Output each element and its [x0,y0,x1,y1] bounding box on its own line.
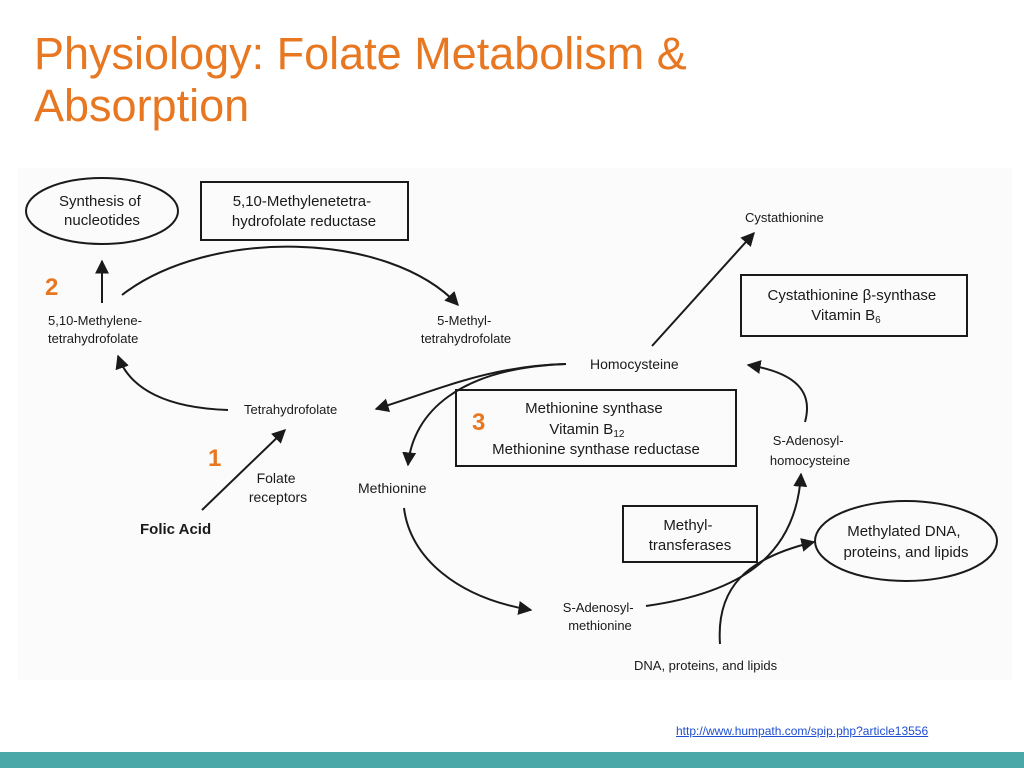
bottom-accent-bar [0,752,1024,768]
methyltransferases-label: Methyl- transferases [649,517,732,554]
arrow-thf-to-methylene [115,354,229,411]
folic-acid-label: Folic Acid [140,521,211,538]
diagram-svg: Synthesis of nucleotides 5,10-Methylenet… [25,177,998,673]
arrow-to-methionine [402,363,567,467]
folate-receptors-label: Folate receptors [249,470,307,505]
dna-proteins-lipids-label: DNA, proteins, and lipids [634,658,778,673]
title-line-1: Physiology: Folate Metabolism & [34,28,687,79]
step-number-3: 3 [472,409,485,436]
folate-metabolism-diagram: Synthesis of nucleotides 5,10-Methylenet… [18,168,1012,680]
homocysteine-label: Homocysteine [590,356,679,372]
source-link[interactable]: http://www.humpath.com/spip.php?article1… [676,724,929,738]
step-number-1: 1 [208,445,221,472]
methionine-synthase-box [455,389,737,467]
arrow-sam-to-sah [645,472,808,607]
arrow-folic-acid-to-thf [201,429,287,511]
mthfr-box [200,181,409,241]
cbs-box [740,274,968,337]
arrow-methionine-to-sam [403,507,533,615]
methylated-dna-label: Methylated DNA, proteins, and lipids [843,523,968,561]
synthesis-nucleotides-ellipse [25,177,179,245]
sah-label: S-Adenosyl- homocysteine [770,433,850,468]
methionine-label: Methionine [358,480,427,496]
methylated-dna-ellipse [814,500,998,582]
arrow-homocysteine-to-cystathionine [651,231,755,347]
slide-title: Physiology: Folate Metabolism & Absorpti… [34,28,934,132]
title-line-2: Absorption [34,79,250,131]
step-number-2: 2 [45,274,58,301]
cbs-label: Cystathionine β-synthase Vitamin B6 [768,287,941,326]
arrow-sah-to-homocysteine [746,360,809,423]
methylene-thf-label: 5,10-Methylene- tetrahydrofolate [48,313,146,346]
sam-label: S-Adenosyl- methionine [563,600,637,633]
methyltransferases-box [622,505,758,563]
diagram-background [18,168,1012,680]
mthfr-label: 5,10-Methylenetetra- hydrofolate reducta… [232,193,376,230]
methyl-thf-label: 5-Methyl- tetrahydrofolate [421,313,511,346]
methionine-synthase-label: Methionine synthase Vitamin B12 Methioni… [492,400,700,458]
cystathionine-label: Cystathionine [745,210,824,225]
arrow-dna-to-methylated [718,538,816,645]
synthesis-nucleotides-label: Synthesis of nucleotides [59,193,145,229]
arrow-methylene-to-methyl [121,245,459,307]
thf-label: Tetrahydrofolate [244,402,337,417]
